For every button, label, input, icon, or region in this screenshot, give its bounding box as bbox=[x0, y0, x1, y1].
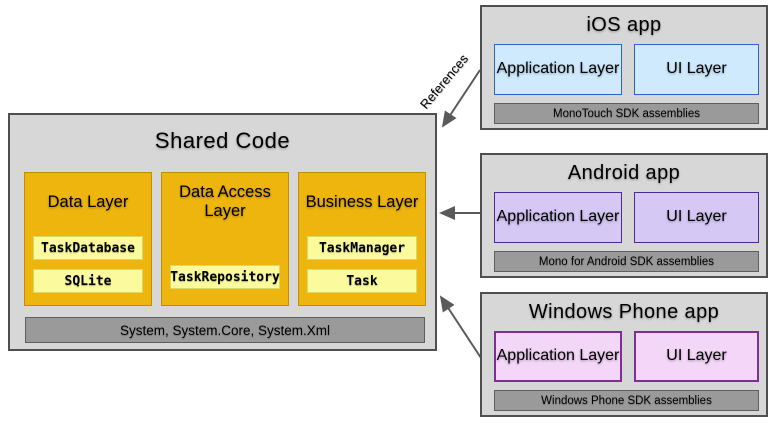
component-taskrepository: TaskRepository bbox=[170, 265, 280, 289]
data-layer-title: Data Layer bbox=[47, 192, 129, 211]
android-app-title: Android app bbox=[567, 162, 681, 184]
android-app-panel: Android app Application Layer UI Layer M… bbox=[480, 153, 768, 278]
ios-application-layer-box: Application Layer bbox=[494, 44, 622, 95]
data-layer-box: Data Layer TaskDatabase SQLite bbox=[24, 172, 152, 306]
component-task: Task bbox=[307, 269, 417, 293]
windows-phone-app-panel: Windows Phone app Application Layer UI L… bbox=[480, 292, 768, 417]
ios-ui-layer-box: UI Layer bbox=[634, 44, 759, 95]
shared-code-panel: Shared Code Data Layer TaskDatabase SQLi… bbox=[8, 113, 437, 351]
ios-app-panel: iOS app Application Layer UI Layer MonoT… bbox=[480, 5, 768, 130]
ios-sdk-assemblies-bar: MonoTouch SDK assemblies bbox=[494, 103, 759, 124]
windows-phone-application-layer-box: Application Layer bbox=[494, 331, 622, 382]
component-taskmanager: TaskManager bbox=[307, 236, 417, 260]
android-ui-layer-box: UI Layer bbox=[634, 192, 759, 243]
windows-phone-ui-layer-box: UI Layer bbox=[634, 331, 759, 382]
business-layer-title: Business Layer bbox=[305, 192, 419, 211]
shared-assemblies-bar: System, System.Core, System.Xml bbox=[25, 317, 425, 343]
windows-phone-sdk-assemblies-bar: Windows Phone SDK assemblies bbox=[494, 390, 759, 411]
shared-code-title: Shared Code bbox=[154, 128, 291, 153]
component-sqlite: SQLite bbox=[33, 269, 143, 293]
references-label: References bbox=[416, 51, 472, 112]
windows-phone-app-title: Windows Phone app bbox=[528, 301, 720, 323]
windows-phone-reference-arrow bbox=[439, 295, 482, 359]
android-sdk-assemblies-bar: Mono for Android SDK assemblies bbox=[494, 251, 759, 272]
data-access-layer-box: Data Access Layer TaskRepository bbox=[161, 172, 289, 306]
data-access-layer-title: Data Access Layer bbox=[179, 183, 271, 220]
component-taskdatabase: TaskDatabase bbox=[33, 236, 143, 260]
business-layer-box: Business Layer TaskManager Task bbox=[298, 172, 426, 306]
ios-app-title: iOS app bbox=[586, 14, 662, 36]
android-application-layer-box: Application Layer bbox=[494, 192, 622, 243]
